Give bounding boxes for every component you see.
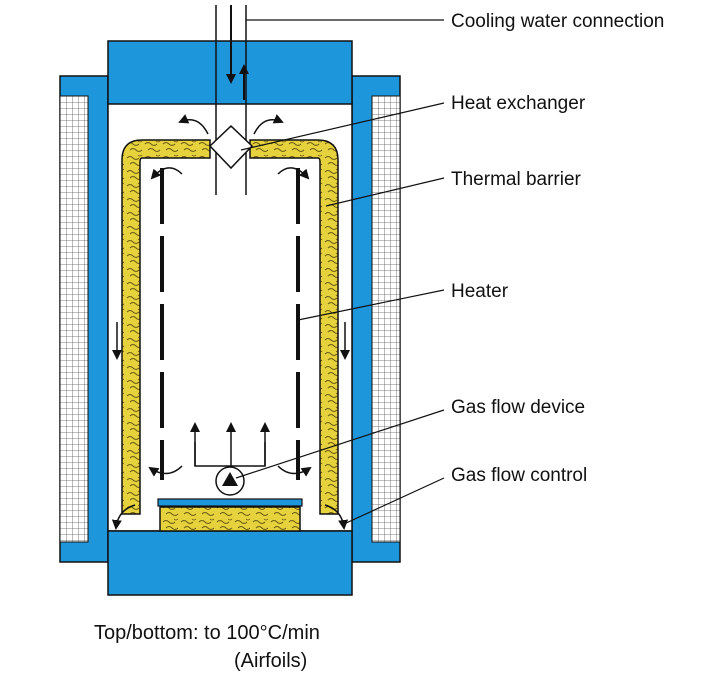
cooling-water-pipes [215, 5, 249, 195]
label-thermal-barrier: Thermal barrier [451, 169, 582, 190]
label-heater: Heater [451, 281, 509, 302]
label-heat-exchanger: Heat exchanger [451, 93, 586, 114]
caption-line-2: (Airfoils) [234, 650, 307, 672]
flow-arrows [111, 114, 350, 530]
heat-exchanger-symbol [208, 124, 254, 170]
label-gas-flow-control: Gas flow control [451, 465, 587, 486]
thermal-barrier [121, 139, 339, 532]
right-coil [351, 75, 401, 563]
gas-flow-control-plate [157, 498, 303, 507]
label-gas-flow-device: Gas flow device [451, 397, 585, 418]
left-coil [59, 75, 109, 563]
bottom-flange [107, 530, 353, 596]
label-cooling-water: Cooling water connection [451, 11, 664, 32]
heater-elements [160, 168, 300, 480]
leader-lines [235, 19, 445, 525]
gas-flow-device [190, 422, 270, 496]
caption-line-1: Top/bottom: to 100°C/min [94, 622, 320, 644]
